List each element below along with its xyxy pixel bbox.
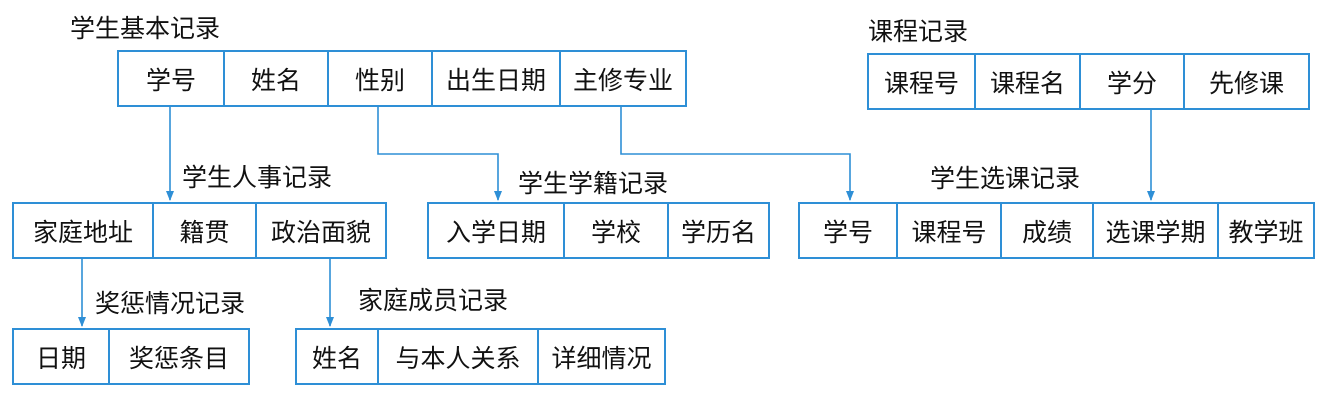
- course-selection-record: 学号 课程号 成绩 选课学期 教学班: [798, 202, 1315, 259]
- field-prerequisite: 先修课: [1183, 55, 1308, 108]
- field-course-id: 课程号: [896, 204, 1000, 257]
- field-score: 成绩: [1000, 204, 1092, 257]
- student-personnel-record: 家庭地址 籍贯 政治面貌: [12, 202, 387, 259]
- family-members-record-title: 家庭成员记录: [358, 286, 509, 315]
- field-student-id: 学号: [822, 217, 873, 247]
- field-degree-name: 学历名: [667, 204, 768, 257]
- field-native-place: 籍贯: [152, 204, 255, 257]
- field-birth-date: 出生日期: [431, 52, 559, 105]
- field-selection-term: 选课学期: [1092, 204, 1217, 257]
- student-basic-record-title: 学生基本记录: [70, 14, 221, 43]
- field-details: 详细情况: [537, 330, 664, 383]
- course-record: 课程号 课程名 学分 先修课: [867, 53, 1310, 110]
- field-reward-punishment-item: 奖惩条目: [108, 330, 248, 383]
- student-personnel-record-title: 学生人事记录: [182, 163, 333, 192]
- field-relationship: 与本人关系: [377, 330, 537, 383]
- field-home-address: 家庭地址: [32, 217, 133, 247]
- family-members-record: 姓名 与本人关系 详细情况: [295, 328, 666, 385]
- student-basic-record: 学号 姓名 性别 出生日期 主修专业: [117, 50, 687, 107]
- field-date: 日期: [35, 343, 86, 373]
- field-school: 学校: [563, 204, 667, 257]
- field-member-name: 姓名: [311, 343, 362, 373]
- field-credits: 学分: [1079, 55, 1183, 108]
- course-record-title: 课程记录: [868, 17, 969, 46]
- field-gender: 性别: [327, 52, 431, 105]
- arrow-basic-to-status: [377, 107, 502, 201]
- field-student-id: 学号: [145, 65, 196, 95]
- field-name: 姓名: [223, 52, 327, 105]
- student-status-record: 入学日期 学校 学历名: [427, 202, 770, 259]
- field-major: 主修专业: [559, 52, 685, 105]
- field-political-status: 政治面貌: [255, 204, 385, 257]
- rewards-punishments-record: 日期 奖惩条目: [12, 328, 250, 385]
- field-course-name: 课程名: [974, 55, 1079, 108]
- rewards-punishments-record-title: 奖惩情况记录: [95, 289, 246, 318]
- course-selection-record-title: 学生选课记录: [930, 164, 1081, 193]
- student-status-record-title: 学生学籍记录: [518, 169, 669, 198]
- field-teaching-class: 教学班: [1217, 204, 1313, 257]
- field-course-id: 课程号: [883, 68, 959, 98]
- field-enrollment-date: 入学日期: [445, 217, 546, 247]
